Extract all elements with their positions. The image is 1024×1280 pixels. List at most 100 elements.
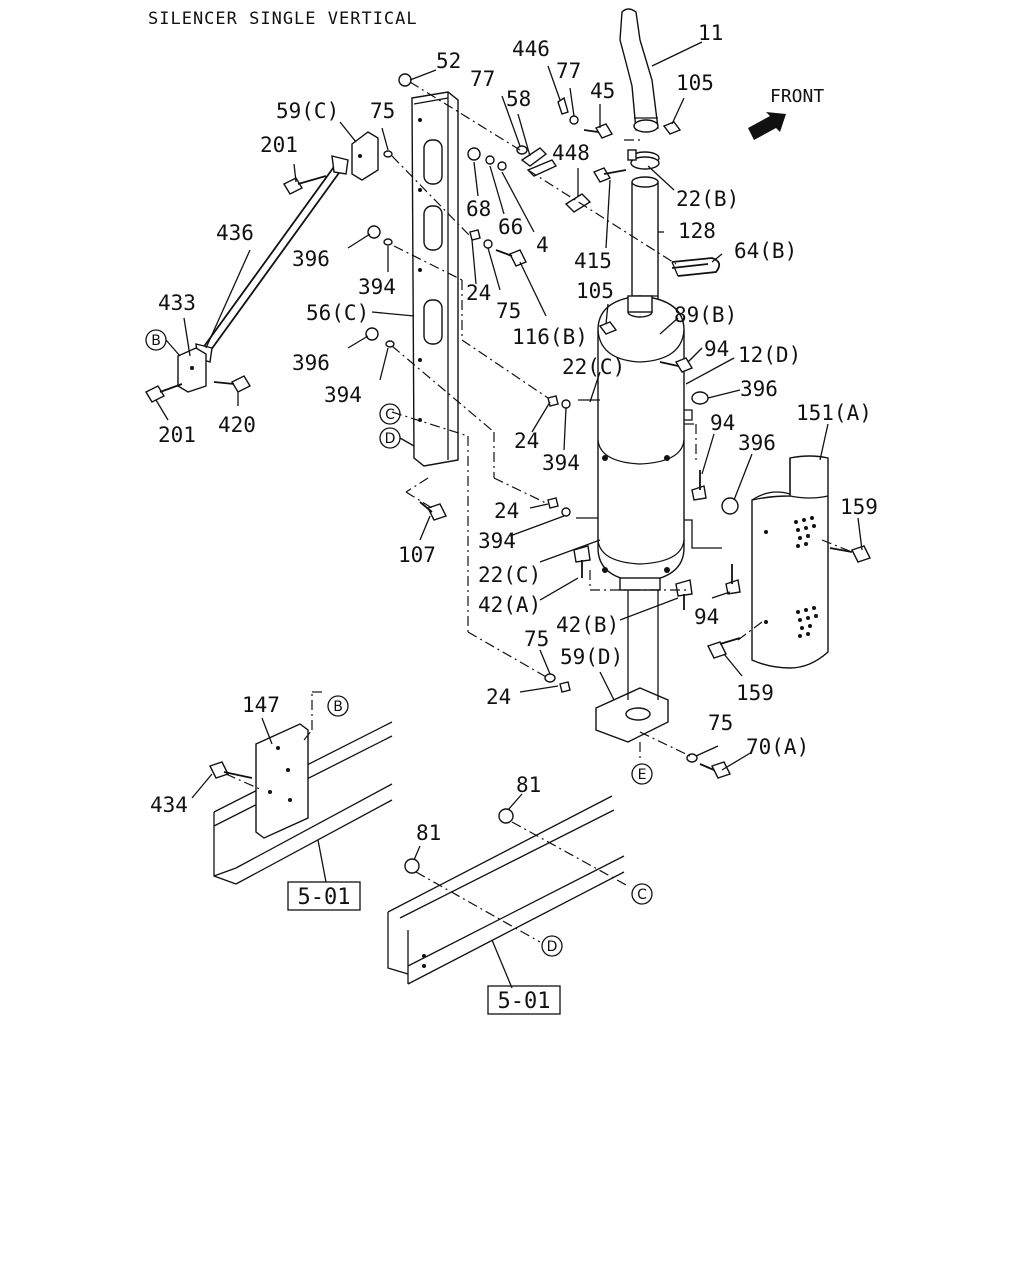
section-ref-box: 5-01 (487, 985, 561, 1015)
callout-label: 58 (506, 87, 531, 111)
ref-circle-d-lower: D (541, 935, 563, 957)
callout-label: 22(C) (562, 355, 625, 379)
callout-label: 433 (158, 291, 196, 315)
callout-label: 22(C) (478, 563, 541, 587)
callout-label: 42(A) (478, 593, 541, 617)
svg-text:B: B (333, 699, 343, 715)
callout-label: 70(A) (746, 735, 809, 759)
callout-label: 52 (436, 49, 461, 73)
callout-label: 42(B) (556, 613, 619, 637)
callout-label: 75 (524, 627, 549, 651)
heat-shield-151a (751, 455, 829, 669)
exhaust-tail-pipe (619, 8, 659, 133)
ref-circle-c: C (379, 403, 401, 425)
callout-label: 436 (216, 221, 254, 245)
callout-label: 448 (552, 141, 590, 165)
callout-label: 81 (416, 821, 441, 845)
callout-label: 24 (486, 685, 511, 709)
callout-label: 81 (516, 773, 541, 797)
ref-circle-e: E (631, 763, 653, 785)
callout-label: 75 (370, 99, 395, 123)
svg-text:D: D (385, 431, 396, 447)
svg-text:B: B (151, 333, 161, 349)
leader-lines (155, 41, 863, 989)
callouts: 11 446 77 77 45 105 52 58 59(C) 75 201 4… (150, 21, 878, 845)
callout-label: 66 (498, 215, 523, 239)
callout-label: 151(A) (796, 401, 872, 425)
callout-label: 4 (536, 233, 549, 257)
callout-label: 77 (556, 59, 581, 83)
frame-rail-left (213, 721, 393, 885)
svg-text:5-01: 5-01 (298, 885, 351, 910)
callout-label: 24 (514, 429, 539, 453)
callout-label: 24 (466, 281, 491, 305)
clamp-22b (627, 149, 660, 170)
callout-label: 64(B) (734, 239, 797, 263)
callout-label: 434 (150, 793, 188, 817)
callout-label: 89(B) (674, 303, 737, 327)
svg-text:C: C (637, 887, 647, 903)
callout-label: 56(C) (306, 301, 369, 325)
ref-circle-c-lower: C (631, 883, 653, 905)
svg-text:E: E (638, 767, 647, 783)
silencer-12d (576, 295, 722, 591)
callout-label: 11 (698, 21, 723, 45)
callout-label: 75 (708, 711, 733, 735)
callout-label: 446 (512, 37, 550, 61)
callout-label: 59(D) (560, 645, 623, 669)
bracket-59d (595, 590, 669, 743)
bracket-59c (351, 131, 379, 181)
pipe-128 (631, 176, 659, 316)
callout-label: 59(C) (276, 99, 339, 123)
callout-label: 420 (218, 413, 256, 437)
reference-circles: B C D B E C D (145, 329, 653, 957)
heat-shield-perforations (764, 516, 818, 638)
callout-label: 396 (292, 351, 330, 375)
section-refs: 5-01 5-01 (287, 881, 561, 1015)
callout-label: 22(B) (676, 187, 739, 211)
callout-label: 94 (710, 411, 735, 435)
callout-label: 396 (738, 431, 776, 455)
callout-label: 201 (260, 133, 298, 157)
callout-label: 75 (496, 299, 521, 323)
callout-label: 24 (494, 499, 519, 523)
callout-label: 12(D) (738, 343, 801, 367)
callout-label: 394 (358, 275, 396, 299)
svg-text:C: C (385, 407, 395, 423)
callout-label: 105 (576, 279, 614, 303)
callout-label: 159 (736, 681, 774, 705)
u-bolt-64b (671, 257, 721, 277)
ref-circle-b-lower: B (327, 695, 349, 717)
callout-label: 107 (398, 543, 436, 567)
ref-circle-d: D (379, 427, 415, 449)
mounting-bracket-56c (411, 91, 459, 467)
callout-label: 159 (840, 495, 878, 519)
assembly-lines (225, 81, 853, 943)
callout-label: 94 (704, 337, 729, 361)
callout-label: 201 (158, 423, 196, 447)
callout-label: 394 (542, 451, 580, 475)
bracket-433 (177, 347, 207, 393)
callout-label: 147 (242, 693, 280, 717)
callout-label: 77 (470, 67, 495, 91)
callout-label: 94 (694, 605, 719, 629)
callout-label: 396 (740, 377, 778, 401)
callout-label: 105 (676, 71, 714, 95)
callout-label: 45 (590, 79, 615, 103)
svg-text:5-01: 5-01 (498, 989, 551, 1014)
hardware (145, 73, 871, 874)
callout-label: 396 (292, 247, 330, 271)
front-indicator: FRONT (748, 86, 824, 140)
callout-label: 415 (574, 249, 612, 273)
callout-label: 128 (678, 219, 716, 243)
callout-label: 68 (466, 197, 491, 221)
callout-label: 394 (478, 529, 516, 553)
callout-label: 394 (324, 383, 362, 407)
callout-label: 116(B) (512, 325, 588, 349)
front-arrow-icon (748, 112, 786, 140)
front-label: FRONT (770, 86, 824, 107)
diagram-title: SILENCER SINGLE VERTICAL (148, 9, 418, 29)
svg-text:D: D (547, 939, 558, 955)
ref-circle-b: B (145, 329, 181, 357)
